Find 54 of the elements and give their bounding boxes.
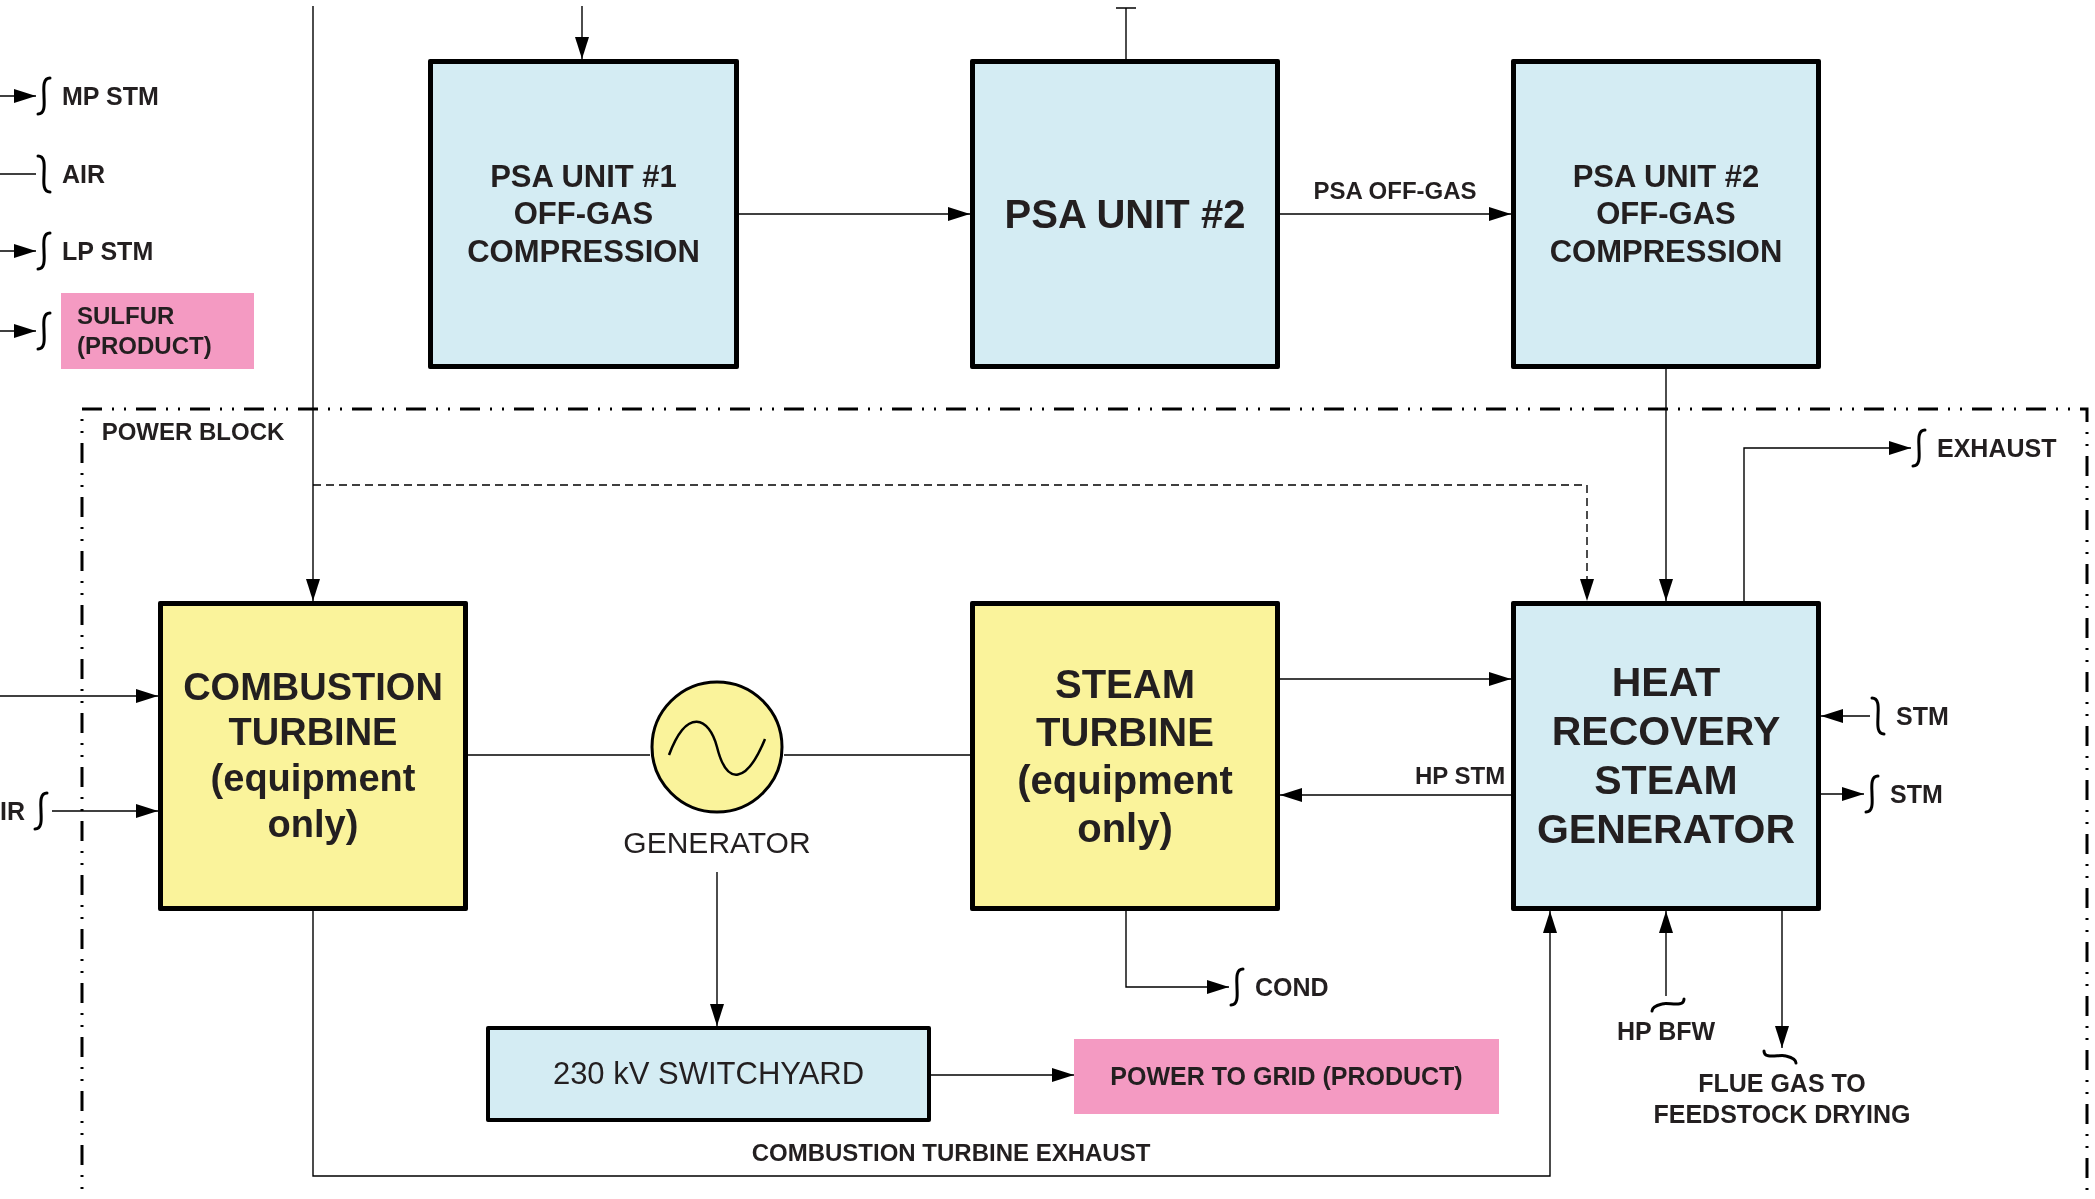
arrow [1125,910,1230,994]
arrow [1775,910,1789,1049]
arrow [312,484,1594,602]
arrow [1659,910,1673,997]
stream-label: IR [0,796,25,826]
box-label: 230 kV SWITCHYARD [552,1055,865,1093]
box-label: SULFUR (PRODUCT) [77,301,213,361]
connector-line [783,754,971,756]
box-label: PSA UNIT #2 [1004,191,1246,238]
arrow [1279,788,1512,802]
arrow [930,1068,1075,1082]
stream-label: COND [1255,972,1329,1002]
box-label: PSA UNIT #2 OFF-GAS COMPRESSION [1548,158,1784,270]
arrow [0,244,37,258]
process-box [428,59,739,369]
stream-label: MP STM [62,81,159,111]
process-box [970,59,1280,369]
process-box [970,601,1280,911]
arrow [575,5,589,60]
stream-label: HP BFW [1616,1016,1716,1047]
group-title: POWER BLOCK [101,418,285,445]
connector-line [0,173,37,175]
arrow [1743,441,1912,602]
stream-label: AIR [62,159,106,189]
box-label: HEAT RECOVERY STEAM GENERATOR [1535,657,1797,855]
stream-label: FLUE GAS TO FEEDSTOCK DRYING [1652,1068,1912,1131]
stream-label: EXHAUST [1937,433,2057,463]
arrow [710,871,724,1027]
arrow [1820,709,1871,723]
process-box [1511,59,1821,369]
connector-line [467,754,651,756]
arrow [1820,787,1865,801]
box-label: PSA UNIT #1 OFF-GAS COMPRESSION [466,158,701,270]
box-label: COMBUSTION TURBINE (equipment only) [182,664,444,847]
process-box [158,601,468,911]
arrow [1279,207,1512,221]
arrow [1659,368,1673,602]
arrow [0,324,37,338]
process-box [486,1026,931,1122]
arrow [0,689,159,703]
box-label: STEAM TURBINE (equipment only) [1016,661,1234,852]
arrow [306,5,320,602]
stream-label: LP STM [62,236,154,266]
stream-label: STM [1896,701,1949,731]
box-label: POWER TO GRID (PRODUCT) [1110,1060,1463,1092]
process-box [1511,601,1821,911]
product-box [1074,1039,1499,1114]
stream-label: STM [1890,779,1943,809]
component-label: GENERATOR [623,826,811,860]
arrow [738,207,971,221]
arrow [1279,672,1512,686]
arrow [312,910,1557,1177]
arrow [51,804,159,818]
arrow [0,89,37,103]
